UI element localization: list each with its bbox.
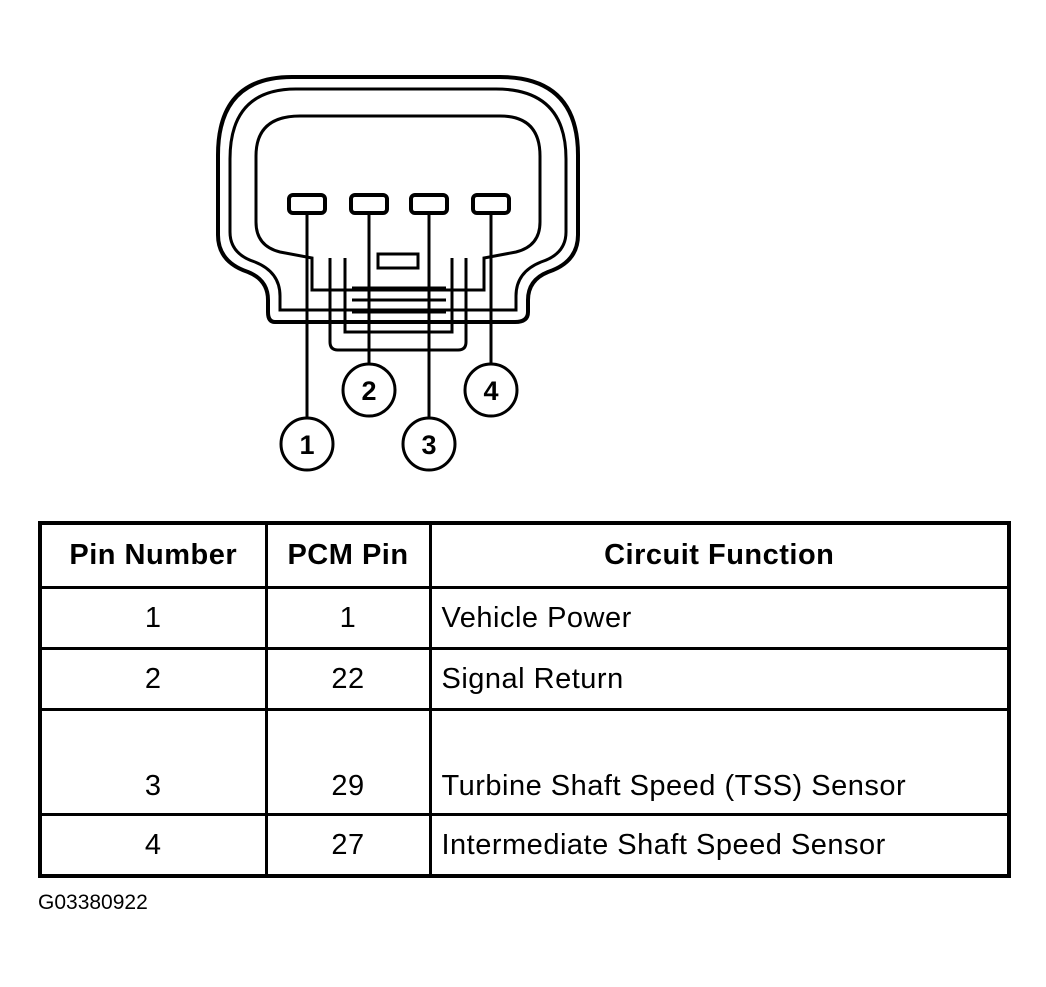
header-pcm-pin: PCM Pin bbox=[264, 521, 432, 589]
table-header-row: Pin Number PCM Pin Circuit Function bbox=[38, 521, 1011, 589]
connector-diagram: 1 2 3 4 bbox=[216, 75, 580, 472]
cell-circuit-function: Turbine Shaft Speed (TSS) Sensor bbox=[428, 708, 1011, 816]
cell-pin-number: 4 bbox=[38, 813, 268, 878]
connector-housing-inner-1 bbox=[228, 87, 568, 312]
connector-cavity bbox=[254, 114, 542, 292]
callout-circle-2 bbox=[341, 362, 397, 418]
callout-circle-1 bbox=[279, 416, 335, 472]
connector-latch-inner bbox=[343, 258, 454, 334]
callout-label-2: 2 bbox=[361, 376, 376, 406]
pin-function-table: Pin Number PCM Pin Circuit Function 1 1 … bbox=[38, 521, 1011, 878]
pin-terminal-1 bbox=[287, 193, 327, 215]
cell-pin-number: 3 bbox=[38, 708, 268, 816]
table-row: 3 29 Turbine Shaft Speed (TSS) Sensor bbox=[38, 708, 1011, 816]
callout-circle-4 bbox=[463, 362, 519, 418]
header-circuit-function: Circuit Function bbox=[428, 521, 1011, 589]
callout-label-1: 1 bbox=[299, 430, 314, 460]
pin-terminal-2 bbox=[349, 193, 389, 215]
connector-housing-outer bbox=[216, 75, 580, 324]
cell-pcm-pin: 22 bbox=[264, 647, 432, 711]
cell-pin-number: 2 bbox=[38, 647, 268, 711]
cell-pin-number: 1 bbox=[38, 586, 268, 650]
cell-circuit-function: Intermediate Shaft Speed Sensor bbox=[428, 813, 1011, 878]
cell-pcm-pin: 1 bbox=[264, 586, 432, 650]
cell-circuit-function: Vehicle Power bbox=[428, 586, 1011, 650]
callout-circle-3 bbox=[401, 416, 457, 472]
connector-latch bbox=[328, 258, 468, 352]
table-row: 2 22 Signal Return bbox=[38, 647, 1011, 711]
cell-pcm-pin: 27 bbox=[264, 813, 432, 878]
pin-terminal-4 bbox=[471, 193, 511, 215]
callout-label-4: 4 bbox=[483, 376, 498, 406]
cell-pcm-pin: 29 bbox=[264, 708, 432, 816]
pin-terminal-3 bbox=[409, 193, 449, 215]
connector-latch-key bbox=[376, 252, 420, 270]
table-row: 4 27 Intermediate Shaft Speed Sensor bbox=[38, 813, 1011, 878]
figure-id: G03380922 bbox=[38, 891, 148, 914]
table-row: 1 1 Vehicle Power bbox=[38, 586, 1011, 650]
cell-circuit-function: Signal Return bbox=[428, 647, 1011, 711]
callout-label-3: 3 bbox=[421, 430, 436, 460]
header-pin-number: Pin Number bbox=[38, 521, 268, 589]
